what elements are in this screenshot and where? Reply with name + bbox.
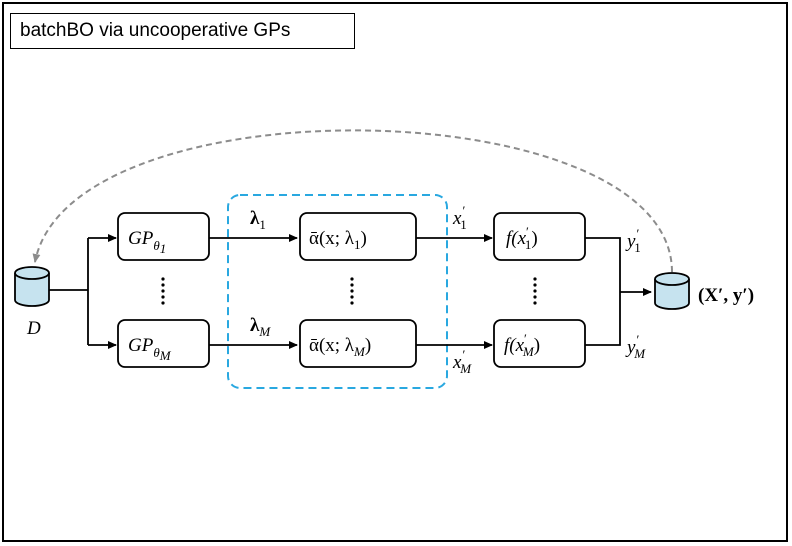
merge-connector bbox=[585, 237, 621, 346]
gp-model-1-label: GPθ1 bbox=[128, 228, 166, 256]
ellipsis-dots-acq bbox=[350, 277, 354, 305]
feedback-arrow bbox=[32, 129, 673, 273]
objective-1-label: f(x′1) bbox=[506, 224, 538, 252]
gp-model-m-label: GPθM bbox=[128, 335, 172, 363]
acquisition-group-box bbox=[227, 194, 448, 389]
x-prime-1-label: x′1 bbox=[452, 203, 467, 232]
objective-1-box bbox=[493, 212, 586, 261]
lambda-m-label: λM bbox=[250, 315, 271, 339]
split-connector bbox=[49, 238, 89, 345]
gp-model-m-box bbox=[117, 319, 210, 368]
acquisition-1-label: ᾱ(x; λ1) bbox=[309, 228, 367, 252]
objective-m-box bbox=[493, 319, 586, 368]
ellipsis-dots-objective bbox=[533, 277, 537, 305]
y-prime-1-label: y′1 bbox=[625, 226, 641, 255]
y-prime-m-label: y′M bbox=[625, 332, 646, 361]
acquisition-1-box bbox=[299, 212, 417, 261]
diagram-title: batchBO via uncooperative GPs bbox=[10, 13, 355, 49]
output-data-label: (X′, y′) bbox=[698, 285, 754, 306]
database-icon bbox=[14, 266, 50, 307]
gp-model-1-box bbox=[117, 212, 210, 261]
input-data-label: D bbox=[26, 318, 41, 339]
acquisition-m-label: ᾱ(x; λM) bbox=[309, 335, 371, 359]
objective-m-label: f(x′M) bbox=[504, 331, 540, 359]
ellipsis-dots-gp bbox=[161, 277, 165, 305]
database-icon bbox=[654, 272, 690, 310]
x-prime-m-label: x′M bbox=[452, 347, 472, 376]
acquisition-m-box bbox=[299, 319, 417, 368]
lambda-1-label: λ1 bbox=[250, 208, 266, 232]
